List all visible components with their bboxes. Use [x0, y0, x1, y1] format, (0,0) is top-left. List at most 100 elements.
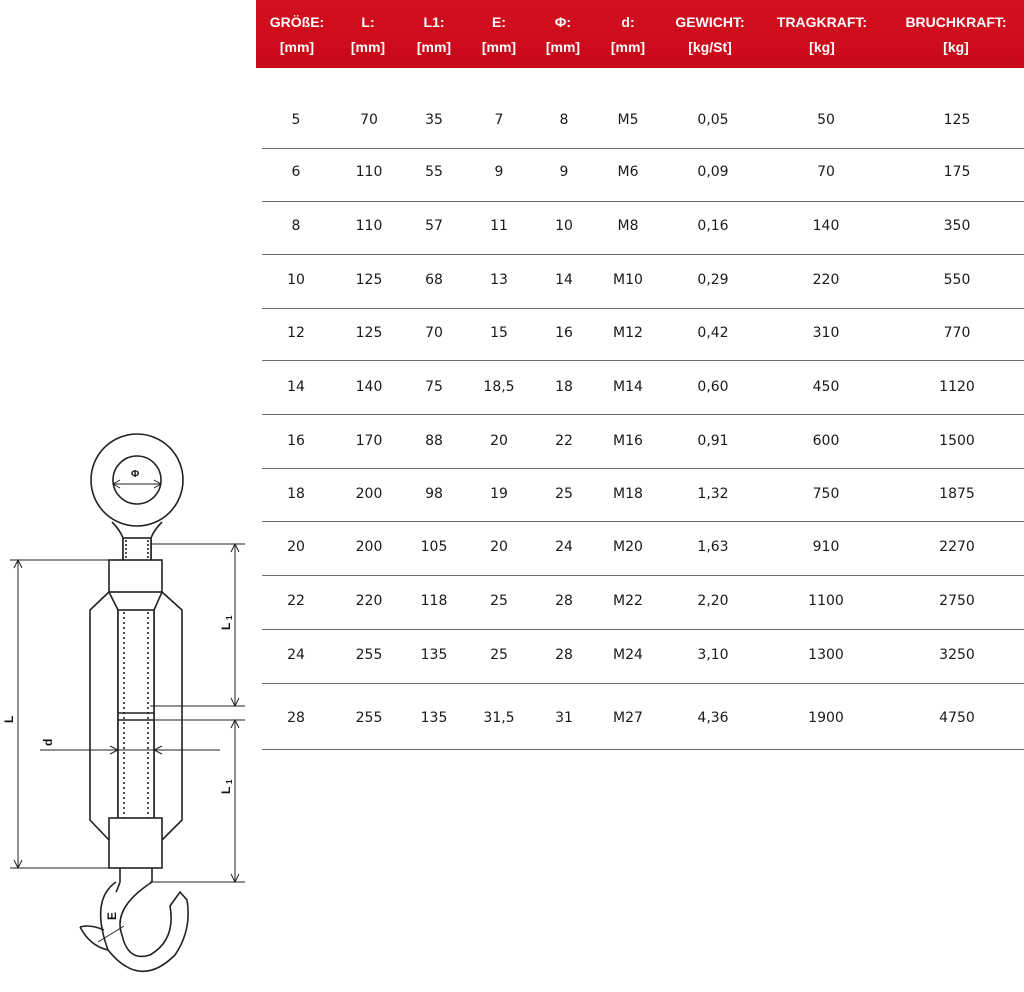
column-header-unit: [mm] [545, 39, 581, 55]
column-header-label: Φ: [554, 14, 572, 30]
table-cell-tragkraft: 1100 [808, 593, 844, 609]
table-cell-phi: 28 [555, 593, 573, 609]
table-cell-l1: 88 [425, 433, 443, 449]
table-cell-l1: 118 [420, 593, 448, 609]
table-cell-groesse: 18 [287, 486, 305, 502]
table-cell-d: M27 [613, 710, 643, 726]
table-cell-l: 125 [355, 325, 383, 341]
column-header-groesse: GRÖßE:[mm] [237, 10, 357, 60]
dim-label-l1-lower: L [219, 787, 233, 794]
table-cell-tragkraft: 600 [812, 433, 840, 449]
table-cell-l1: 105 [420, 539, 448, 555]
table-cell-groesse: 28 [287, 710, 305, 726]
table-cell-l1: 75 [425, 379, 443, 395]
table-cell-bruchkraft: 1875 [939, 486, 975, 502]
table-cell-bruchkraft: 2270 [939, 539, 975, 555]
column-header-unit: [mm] [610, 39, 646, 55]
table-cell-l: 220 [355, 593, 383, 609]
table-cell-bruchkraft: 125 [943, 112, 971, 128]
column-header-label: d: [621, 14, 635, 30]
column-header-unit: [mm] [350, 39, 386, 55]
dim-label-e: E [105, 912, 119, 920]
table-cell-l1: 98 [425, 486, 443, 502]
table-cell-tragkraft: 1900 [808, 710, 844, 726]
table-cell-phi: 25 [555, 486, 573, 502]
table-cell-groesse: 16 [287, 433, 305, 449]
column-header-label: L: [361, 14, 375, 30]
hook [99, 881, 189, 973]
table-cell-l: 110 [355, 218, 383, 234]
table-cell-gewicht: 3,10 [697, 647, 729, 663]
table-cell-bruchkraft: 1120 [939, 379, 975, 395]
eye-hole [112, 455, 162, 505]
table-cell-phi: 8 [559, 112, 569, 128]
table-cell-d: M20 [613, 539, 643, 555]
column-header-label: BRUCHKRAFT: [905, 14, 1007, 30]
table-cell-l: 255 [355, 647, 383, 663]
table-cell-l1: 135 [420, 647, 448, 663]
table-cell-gewicht: 0,29 [697, 272, 729, 288]
column-header-l: L: [mm] [308, 10, 428, 60]
column-header-label: GEWICHT: [675, 14, 745, 30]
table-cell-e: 20 [490, 433, 508, 449]
lower-nut [108, 817, 163, 869]
table-cell-tragkraft: 450 [812, 379, 840, 395]
table-cell-l: 70 [360, 112, 378, 128]
table-cell-gewicht: 0,91 [697, 433, 729, 449]
table-cell-l1: 35 [425, 112, 443, 128]
column-header-phi: Φ: [mm] [503, 10, 623, 60]
column-header-unit: [kg/St] [688, 39, 732, 55]
row-separator [262, 254, 1024, 255]
dim-label-phi: Φ [131, 469, 139, 480]
table-cell-bruchkraft: 3250 [939, 647, 975, 663]
table-cell-groesse: 10 [287, 272, 305, 288]
table-cell-groesse: 20 [287, 539, 305, 555]
table-cell-tragkraft: 220 [812, 272, 840, 288]
table-cell-bruchkraft: 350 [943, 218, 971, 234]
table-cell-l1: 57 [425, 218, 443, 234]
table-cell-groesse: 12 [287, 325, 305, 341]
eye-ring [90, 433, 184, 527]
column-header-d: d: [mm] [568, 10, 688, 60]
row-separator [262, 360, 1024, 361]
table-cell-tragkraft: 140 [812, 218, 840, 234]
table-cell-e: 25 [490, 647, 508, 663]
dim-label-l1-upper: L [219, 623, 233, 630]
table-header: GRÖßE:[mm]L:[mm]L1:[mm]E:[mm]Φ:[mm]d:[mm… [256, 0, 1024, 68]
table-cell-e: 9 [494, 164, 504, 180]
table-cell-bruchkraft: 1500 [939, 433, 975, 449]
upper-nut [108, 559, 163, 593]
table-cell-gewicht: 0,05 [697, 112, 729, 128]
table-cell-gewicht: 2,20 [697, 593, 729, 609]
table-cell-e: 19 [490, 486, 508, 502]
column-header-unit: [kg] [943, 39, 969, 55]
column-header-label: GRÖßE: [269, 14, 325, 30]
table-cell-e: 7 [494, 112, 504, 128]
table-cell-e: 31,5 [483, 710, 515, 726]
table-cell-tragkraft: 70 [817, 164, 835, 180]
table-cell-l: 200 [355, 539, 383, 555]
table-cell-d: M14 [613, 379, 643, 395]
table-cell-e: 13 [490, 272, 508, 288]
table-cell-d: M16 [613, 433, 643, 449]
row-separator [262, 521, 1024, 522]
table-cell-groesse: 8 [291, 218, 301, 234]
table-cell-tragkraft: 750 [812, 486, 840, 502]
table-cell-phi: 28 [555, 647, 573, 663]
table-cell-l1: 55 [425, 164, 443, 180]
table-cell-phi: 22 [555, 433, 573, 449]
table-cell-groesse: 24 [287, 647, 305, 663]
table-cell-groesse: 14 [287, 379, 305, 395]
column-header-label: TRAGKRAFT: [776, 14, 868, 30]
column-header-gewicht: GEWICHT: [kg/St] [650, 10, 770, 60]
table-cell-gewicht: 0,60 [697, 379, 729, 395]
table-cell-bruchkraft: 4750 [939, 710, 975, 726]
table-cell-d: M5 [617, 112, 639, 128]
row-separator [262, 629, 1024, 630]
row-separator [262, 308, 1024, 309]
table-cell-gewicht: 0,42 [697, 325, 729, 341]
row-separator [262, 575, 1024, 576]
column-header-unit: [kg] [809, 39, 835, 55]
column-header-label: L1: [423, 14, 445, 30]
table-cell-phi: 10 [555, 218, 573, 234]
